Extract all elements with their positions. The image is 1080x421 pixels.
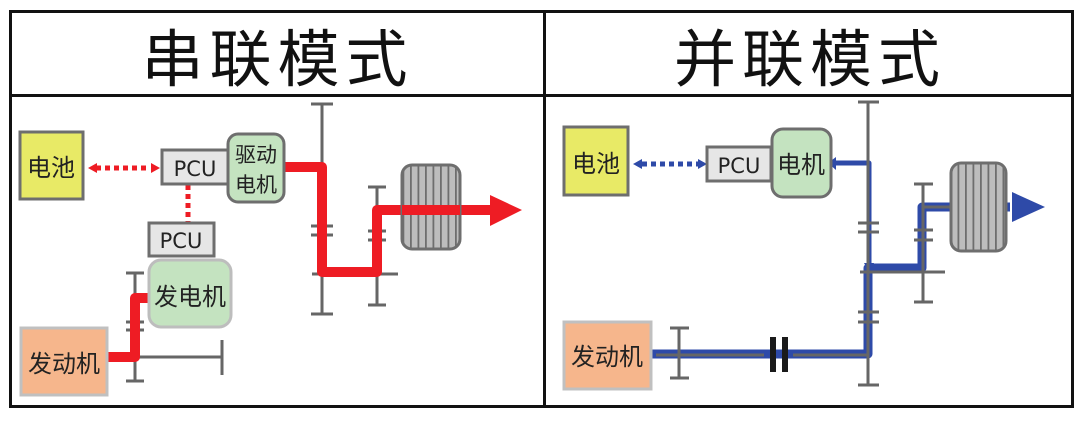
parallel-arrowhead-left [633,159,642,169]
series-drive-motor: 驱动 电机 [226,132,286,204]
parallel-pcu: PCU [705,145,773,183]
series-generator: 发电机 [147,258,233,329]
parallel-panel: 电池 PCU 电机 发动机 [562,100,1045,391]
series-engine-path [107,293,152,362]
parallel-motor: 电机 [770,127,833,199]
series-generator-label: 发电机 [154,283,226,311]
series-drive-motor-label-1: 驱动 [235,143,277,167]
series-pcu-top: PCU [160,148,230,186]
series-arrowhead-right [151,163,160,173]
series-engine-label: 发动机 [28,350,100,378]
parallel-gear-shafts [656,100,952,387]
parallel-mode-title: 并联模式 [673,23,946,96]
series-drive-motor-label-2: 电机 [235,173,277,197]
series-engine: 发动机 [19,326,109,397]
series-battery-label: 电池 [27,154,75,182]
parallel-motor-path [836,160,872,265]
series-battery: 电池 [18,130,85,201]
parallel-pcu-label: PCU [718,154,761,178]
series-output-arrow [490,195,522,226]
series-power-flow [107,162,492,362]
series-arrowhead-left [88,163,97,173]
parallel-clutch-icon [770,337,788,372]
parallel-engine: 发动机 [562,320,653,391]
series-pcu-top-label: PCU [174,157,217,181]
diagram-frame [9,10,1074,408]
parallel-output-arrow [1012,192,1045,222]
header-divider [9,94,1074,97]
parallel-motor-label: 电机 [777,151,825,179]
series-panel: 电池 PCU 驱动 电机 PCU 发电机 发动机 [18,102,522,397]
parallel-electrical-links [633,159,707,169]
parallel-wheel-icon [949,161,1008,253]
panel-divider-vertical [543,10,546,408]
parallel-battery-label: 电池 [572,150,620,178]
series-drive-path [283,162,492,277]
parallel-battery: 电池 [562,125,630,197]
series-pcu-bottom: PCU [147,221,216,258]
series-electrical-links [88,163,191,222]
parallel-engine-label: 发动机 [571,343,643,371]
series-pcu-bottom-label: PCU [160,229,203,253]
parallel-arrowhead-right [698,159,707,169]
series-mode-title: 串联模式 [141,23,414,96]
